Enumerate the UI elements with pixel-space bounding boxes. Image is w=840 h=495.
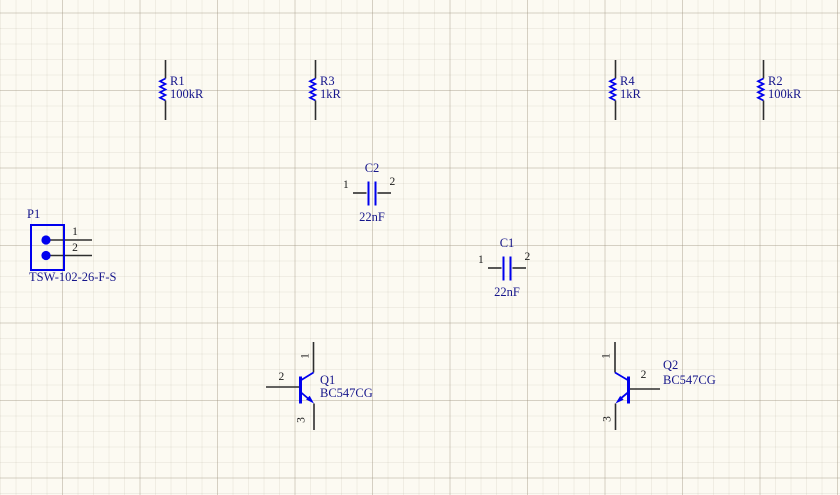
connector-pad — [41, 250, 51, 261]
value-label[interactable]: 22nF — [494, 285, 520, 299]
pin-number-1: 1 — [478, 254, 484, 266]
npn-transistor-symbol[interactable] — [265, 341, 319, 433]
value-label[interactable]: 22nF — [359, 210, 385, 224]
pin-number-1: 1 — [600, 352, 613, 359]
value-label[interactable]: 1kR — [320, 86, 341, 101]
emitter-arrow — [615, 395, 624, 404]
capacitor-symbol[interactable] — [487, 255, 527, 282]
pin-number-2: 2 — [640, 369, 647, 381]
designator-label[interactable]: R2 — [768, 74, 783, 88]
pin-number-2: 2 — [524, 251, 531, 263]
value-label[interactable]: BC547CG — [663, 373, 716, 387]
value-label[interactable]: BC547CG — [320, 386, 373, 400]
pin-number-2: 2 — [72, 242, 78, 254]
resistor-symbol[interactable] — [157, 59, 174, 121]
component-q1[interactable]: 1 2 3 Q1 BC547CG — [265, 341, 380, 433]
connector-body — [30, 224, 65, 271]
component-c1[interactable]: C1 22nF 1 2 — [478, 237, 530, 299]
npn-transistor-symbol[interactable] — [600, 341, 662, 433]
pin-number-3: 3 — [295, 416, 308, 423]
resistor-symbol[interactable] — [607, 59, 624, 121]
designator-label[interactable]: C1 — [499, 236, 515, 250]
value-label[interactable]: 100kR — [768, 86, 802, 101]
resistor-zigzag — [608, 77, 618, 102]
pin-number-2: 2 — [278, 371, 285, 383]
designator-label[interactable]: R1 — [170, 74, 185, 88]
connector-pad — [41, 235, 51, 245]
collector-lead — [300, 371, 314, 382]
resistor-symbol[interactable] — [307, 59, 324, 121]
capacitor-symbol[interactable] — [352, 180, 392, 207]
value-label[interactable]: 100kR — [170, 86, 204, 101]
component-r2[interactable]: R2 100kR — [755, 59, 815, 121]
pin-number-3: 3 — [601, 415, 613, 422]
designator-label[interactable]: R3 — [320, 74, 335, 88]
component-r4[interactable]: R4 1kR — [607, 59, 667, 121]
emitter-arrow — [306, 395, 314, 404]
pin-number-1: 1 — [343, 179, 349, 191]
collector-lead — [614, 371, 629, 382]
resistor-zigzag — [158, 77, 168, 102]
value-label[interactable]: 1kR — [620, 86, 641, 101]
value-label[interactable]: TSW-102-26-F-S — [29, 270, 117, 284]
resistor-zigzag — [308, 77, 318, 102]
pin-number-1: 1 — [299, 353, 312, 359]
designator-label[interactable]: C2 — [364, 161, 380, 175]
component-p1[interactable]: P1 1 2 TSW-102-26-F-S — [27, 208, 137, 286]
connector-symbol[interactable] — [30, 224, 94, 272]
pin-number-1: 1 — [72, 226, 78, 238]
component-c2[interactable]: C2 22nF 1 2 — [343, 162, 395, 224]
designator-label[interactable]: P1 — [27, 207, 41, 221]
component-r3[interactable]: R3 1kR — [307, 59, 367, 121]
designator-label[interactable]: R4 — [620, 74, 635, 88]
component-r1[interactable]: R1 100kR — [157, 59, 217, 121]
pin-number-2: 2 — [389, 176, 396, 188]
component-q2[interactable]: 1 2 3 Q2 BC547CG — [600, 341, 720, 433]
resistor-symbol[interactable] — [755, 59, 772, 121]
designator-label[interactable]: Q1 — [320, 373, 336, 387]
resistor-zigzag — [756, 77, 766, 102]
designator-label[interactable]: Q2 — [663, 358, 679, 372]
